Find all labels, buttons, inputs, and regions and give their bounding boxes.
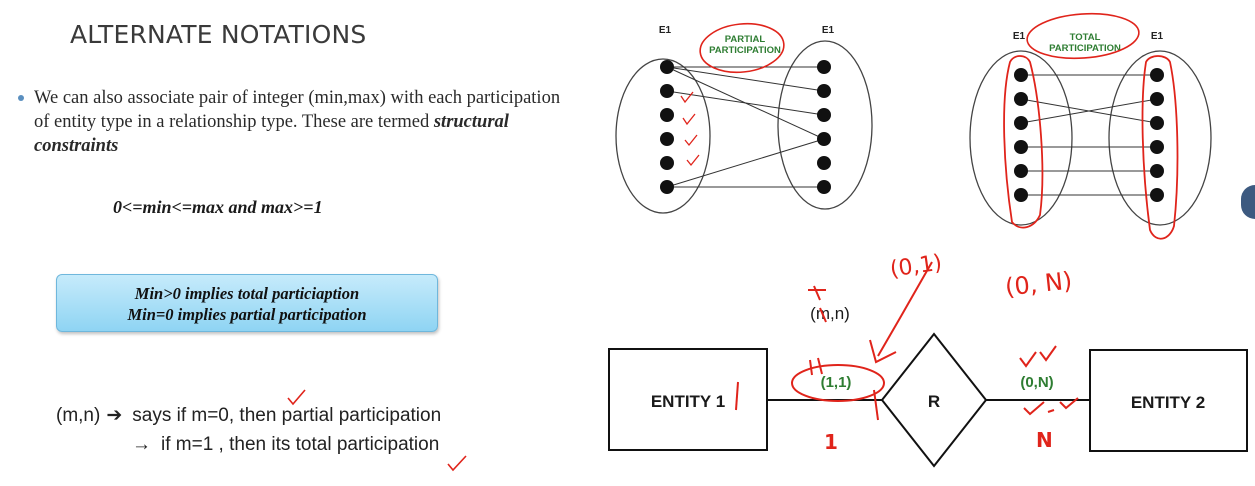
mn-row-1: (m,n)➔ says if m=0, then partial particip… bbox=[56, 404, 441, 427]
partial-caption-line-1: PARTIAL bbox=[725, 34, 766, 45]
entity-2-label: ENTITY 2 bbox=[1131, 393, 1205, 412]
partial-right-label: E1 bbox=[822, 25, 835, 36]
relationship-label: R bbox=[928, 392, 940, 411]
relationship-diamond bbox=[880, 332, 988, 468]
entity-1-box bbox=[608, 348, 768, 451]
left-cardinality: (1,1) bbox=[821, 374, 852, 391]
arrow-right-icon: → bbox=[132, 434, 151, 455]
slide-title: ALTERNATE NOTATIONS bbox=[70, 20, 367, 49]
check-mark bbox=[1039, 345, 1057, 362]
partial-participation-diagram: E1 E1 PARTIAL PARTICIPATION bbox=[615, 22, 873, 214]
total-participation-diagram: E1 E1 TOTAL PARTICIPATION bbox=[969, 12, 1212, 240]
total-caption-line-2: PARTICIPATION bbox=[1049, 43, 1121, 54]
mn-line-1: says if m=0, then partial participation bbox=[132, 405, 442, 426]
text-check-marks bbox=[287, 389, 467, 472]
partial-right-ellipse bbox=[777, 40, 873, 210]
total-left-dots bbox=[1014, 68, 1028, 202]
total-right-label: E1 bbox=[1151, 31, 1164, 42]
partial-right-dots bbox=[817, 60, 831, 194]
implication-line-1: Min>0 implies total particiaption bbox=[134, 284, 360, 303]
partial-check-marks bbox=[680, 91, 700, 167]
arrow-right-icon: ➔ bbox=[106, 405, 123, 426]
annotation-left-below: 1 bbox=[824, 430, 838, 454]
side-panel-handle[interactable] bbox=[1241, 185, 1255, 219]
partial-left-label: E1 bbox=[659, 25, 672, 36]
mn-label: (m,n) bbox=[56, 405, 101, 426]
partial-left-ellipse bbox=[615, 58, 711, 214]
implication-line-2: Min=0 implies partial participation bbox=[127, 305, 367, 324]
total-right-highlight bbox=[1141, 55, 1179, 240]
mn-line-2: if m=1 , then its total participation bbox=[161, 434, 440, 455]
constraint-formula: 0<=min<=max and max>=1 bbox=[113, 197, 323, 217]
partial-caption-circle bbox=[699, 22, 785, 74]
total-left-label: E1 bbox=[1013, 31, 1026, 42]
check-mark bbox=[447, 455, 467, 472]
er-diagram: ENTITY 1 R ENTITY 2 (1,1) (0,N) (m,n) bbox=[608, 261, 1248, 468]
total-right-ellipse bbox=[1108, 50, 1212, 226]
total-connector-lines bbox=[1020, 74, 1158, 196]
total-caption-line-1: TOTAL bbox=[1070, 32, 1101, 43]
total-left-highlight bbox=[1003, 55, 1044, 229]
plus-mark bbox=[808, 285, 826, 301]
total-right-dots bbox=[1150, 68, 1164, 202]
annotation-arrow-line bbox=[877, 261, 933, 357]
annotation-arrow-head bbox=[869, 339, 897, 364]
bullet-text: We can also associate pair of integer (m… bbox=[34, 88, 561, 132]
implication-box: Min>0 implies total particiaption Min=0 … bbox=[56, 274, 438, 332]
bullet-emphasis: structural constraints bbox=[34, 112, 509, 156]
total-caption-circle bbox=[1026, 12, 1140, 60]
check-mark bbox=[287, 389, 306, 406]
entity-2-box bbox=[1089, 349, 1248, 452]
partial-caption-line-2: PARTICIPATION bbox=[709, 45, 781, 56]
partial-connector-lines bbox=[666, 66, 825, 188]
left-cardinality-circle bbox=[791, 364, 885, 402]
er-red-markup bbox=[735, 261, 1079, 421]
entity-1-label: ENTITY 1 bbox=[651, 392, 725, 411]
annotation-right-below: N bbox=[1036, 428, 1053, 452]
er-mn-label: (m,n) bbox=[810, 304, 850, 323]
partial-left-dots bbox=[660, 60, 674, 194]
right-cardinality: (0,N) bbox=[1020, 374, 1053, 391]
check-mark bbox=[1019, 351, 1037, 368]
bullet-icon bbox=[18, 95, 24, 101]
total-left-ellipse bbox=[969, 50, 1073, 226]
bullet-point: We can also associate pair of integer (m… bbox=[18, 86, 564, 158]
mn-row-2: → if m=1 , then its total participation bbox=[132, 434, 439, 456]
